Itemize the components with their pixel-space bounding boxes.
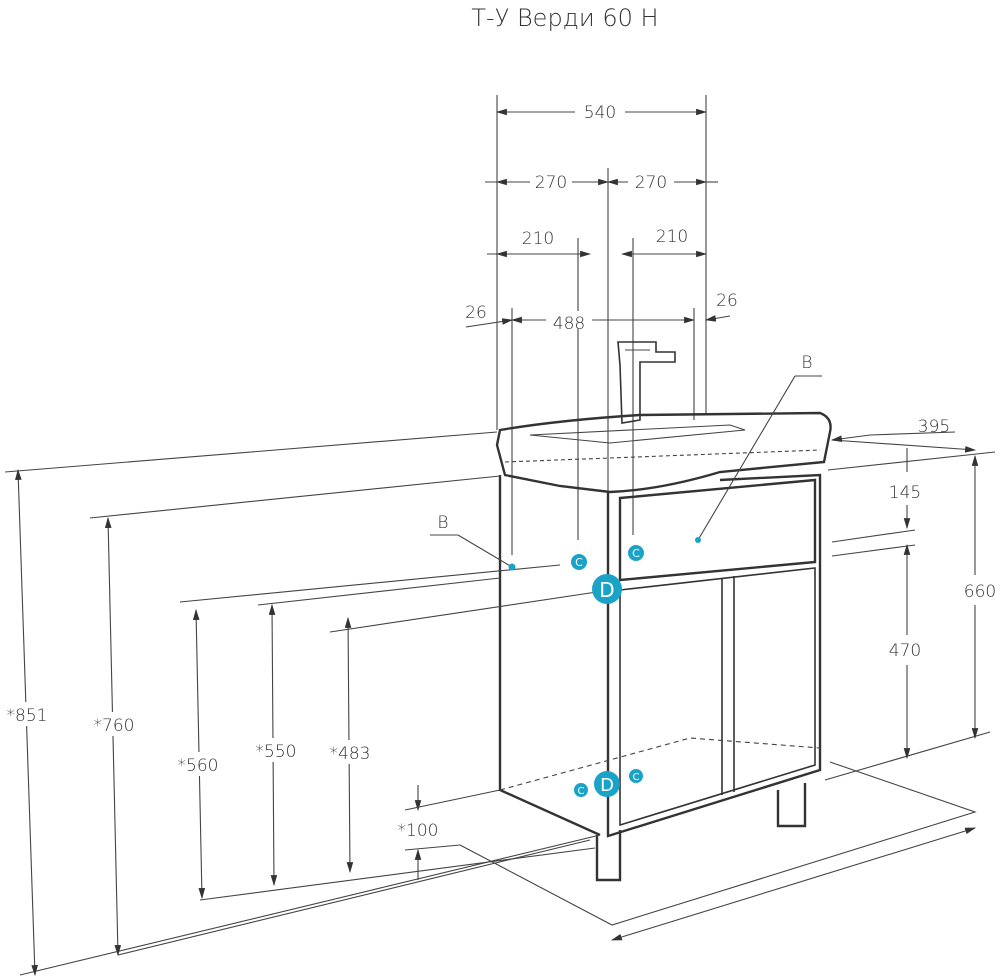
dim-145: 145 [889,483,921,503]
cabinet-drawing [498,473,822,882]
svg-text:D: D [599,578,614,602]
marker-c-hot-bottom: C [629,769,643,783]
marker-c-cold-bottom: C [574,783,588,797]
label-b-left: B [437,513,448,533]
dim-270-left: 270 [535,173,567,193]
dim-100: *100 [398,821,439,841]
dim-760: *760 [94,716,135,736]
callout-b-left: B [430,513,516,571]
dim-210-left: 210 [522,229,554,249]
dim-540: 540 [584,103,616,123]
floor-outline [19,761,977,976]
height-dimensions: *851 *760 *560 *550 *483 *100 [0,431,611,977]
dim-270-right: 270 [635,173,667,193]
marker-d-bottom: D [594,771,620,797]
svg-text:D: D [600,775,614,796]
top-dimensions: 540 270 270 210 210 26 488 26 [465,103,738,334]
dim-550: *550 [256,742,297,762]
svg-text:C: C [633,772,640,783]
dim-210-right: 210 [656,227,688,247]
drawing-title: Т-У Верди 60 Н [471,4,658,32]
basin-drawing [495,411,832,494]
svg-text:C: C [578,786,585,797]
dim-26-left: 26 [465,303,487,323]
label-b-right: B [801,353,812,373]
dim-488: 488 [553,314,585,334]
dim-395: 395 [918,417,950,437]
connection-markers: C C D C C D [571,545,644,797]
svg-text:C: C [575,556,583,569]
dim-851: *851 [7,706,48,726]
svg-text:C: C [632,547,640,560]
dim-560: *560 [178,756,219,776]
marker-c-hot-top: C [628,545,644,561]
dim-26-right: 26 [716,291,738,311]
dim-483: *483 [330,744,371,764]
extension-lines [496,95,707,575]
dim-470: 470 [889,641,921,661]
right-dimensions: 395 145 470 660 [824,417,996,781]
callout-b-right: B [695,353,822,543]
marker-d-top: D [592,574,622,604]
faucet-drawing [617,341,676,424]
dim-660: 660 [964,582,996,602]
marker-c-cold-top: C [571,554,587,570]
